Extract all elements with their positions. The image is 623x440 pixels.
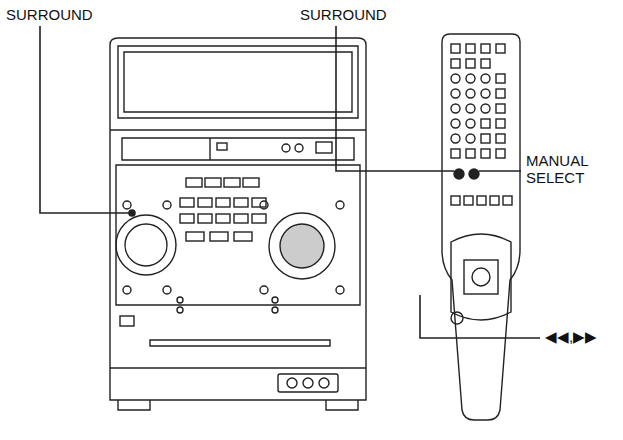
button — [481, 134, 490, 143]
callout-label: MANUAL SELECT — [526, 152, 606, 187]
button — [451, 89, 460, 98]
button — [466, 104, 475, 113]
button — [481, 119, 490, 128]
button — [451, 134, 460, 143]
button — [451, 104, 460, 113]
button — [216, 198, 230, 207]
button — [210, 232, 228, 241]
button — [481, 59, 490, 68]
button — [216, 214, 230, 223]
button — [180, 214, 194, 223]
button — [186, 178, 202, 187]
button — [496, 104, 505, 113]
button — [464, 196, 473, 205]
button — [503, 196, 512, 205]
button — [477, 196, 486, 205]
callout-label: SURROUND — [6, 6, 93, 23]
button — [205, 178, 221, 187]
button — [234, 232, 252, 241]
button — [451, 196, 460, 205]
button — [496, 134, 505, 143]
button — [481, 44, 490, 53]
leader-lines — [40, 26, 540, 338]
button — [451, 59, 460, 68]
remote-control — [442, 34, 520, 420]
button — [496, 119, 505, 128]
button — [243, 178, 259, 187]
button — [490, 196, 499, 205]
stereo-unit — [110, 38, 366, 410]
button — [451, 119, 460, 128]
button — [451, 149, 460, 158]
button — [466, 134, 475, 143]
button — [496, 149, 505, 158]
button — [466, 149, 475, 158]
button — [451, 74, 460, 83]
button — [252, 198, 266, 207]
button — [496, 44, 505, 53]
button — [252, 214, 266, 223]
button — [466, 119, 475, 128]
button — [466, 44, 475, 53]
button — [481, 149, 490, 158]
button — [198, 198, 212, 207]
callout-label: SURROUND — [300, 6, 387, 23]
button — [234, 214, 248, 223]
button — [481, 104, 490, 113]
button — [186, 232, 204, 241]
button-label: ◀◀,▶▶ — [545, 328, 597, 345]
button — [466, 59, 475, 68]
button — [496, 89, 505, 98]
button — [234, 198, 248, 207]
button — [198, 214, 212, 223]
button — [481, 74, 490, 83]
button — [224, 178, 240, 187]
button — [496, 74, 505, 83]
button — [180, 198, 194, 207]
button — [466, 74, 475, 83]
button — [466, 89, 475, 98]
button — [481, 89, 490, 98]
button — [451, 44, 460, 53]
